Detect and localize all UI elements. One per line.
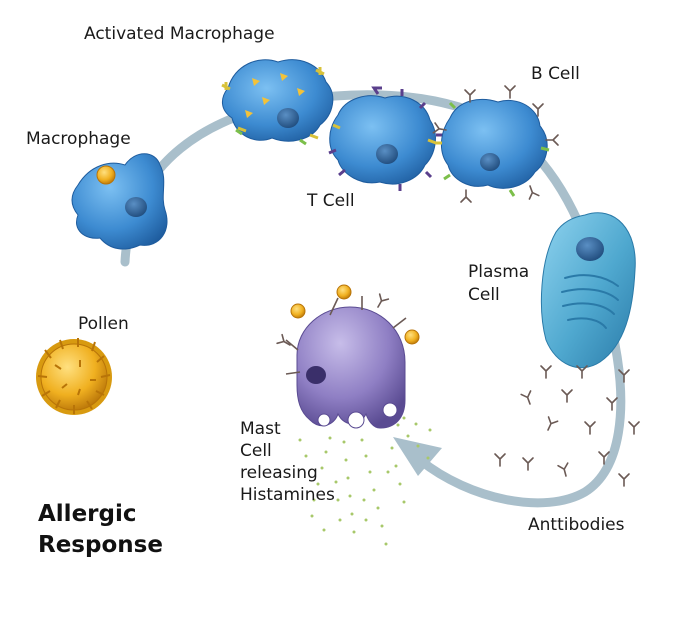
label-plasma-cell-line1: Plasma — [468, 262, 530, 282]
label-macrophage: Macrophage — [26, 129, 131, 149]
b-cell — [432, 85, 559, 203]
label-mast-cell-line4: Histamines — [240, 485, 335, 505]
pollen-grain — [36, 338, 112, 415]
pollen-particle — [96, 165, 116, 185]
activated-macrophage-cell — [221, 59, 334, 146]
label-mast-cell-line1: Mast — [240, 419, 281, 439]
label-plasma-cell-line2: Cell — [468, 285, 500, 305]
label-mast-cell-line2: Cell — [240, 441, 272, 461]
plasma-cell — [540, 212, 636, 369]
label-mast-cell-line3: releasing — [240, 463, 318, 483]
t-cell — [328, 86, 443, 191]
label-pollen: Pollen — [78, 314, 129, 334]
macrophage-cell — [71, 153, 168, 250]
diagram-title: Allergic Response — [38, 499, 163, 561]
title-line-2: Response — [38, 532, 163, 558]
title-line-1: Allergic — [38, 501, 137, 527]
label-antibodies: Anttibodies — [528, 515, 625, 535]
label-t-cell: T Cell — [307, 191, 355, 211]
label-b-cell: B Cell — [531, 64, 580, 84]
label-activated-macrophage: Activated Macrophage — [84, 24, 275, 44]
histamine-particles — [298, 416, 432, 546]
mast-cell — [276, 284, 420, 429]
